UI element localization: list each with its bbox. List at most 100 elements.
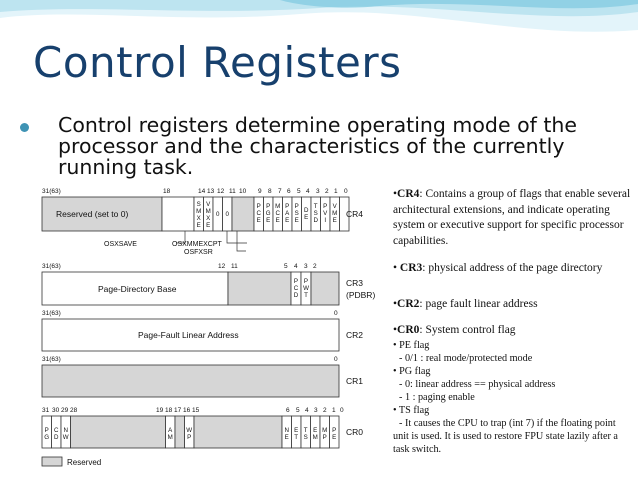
cr4-name: CR4 bbox=[346, 209, 363, 219]
cr0-bit-label: 18 bbox=[165, 407, 173, 414]
note-cr3-text: : physical address of the page directory bbox=[422, 262, 603, 274]
note-item: • TS flag bbox=[393, 404, 430, 416]
legend-swatch bbox=[41, 456, 63, 467]
note-item: • PE flag bbox=[393, 339, 430, 351]
cr2-name: CR2 bbox=[346, 330, 363, 340]
cr0-bit-label: 6 bbox=[286, 407, 290, 414]
note-cr2-label: CR2 bbox=[397, 297, 420, 310]
cr4-reserved-field bbox=[41, 196, 163, 232]
cr1-name: CR1 bbox=[346, 376, 363, 386]
cr3-bit-label: 31(63) bbox=[42, 263, 61, 270]
cr4-bit-label: 7 bbox=[278, 188, 282, 195]
note-cr4: •CR4: Contains a group of flags that ena… bbox=[393, 188, 631, 247]
note-cr4-label: CR4 bbox=[397, 188, 420, 200]
cr4-bit-label: 2 bbox=[325, 188, 329, 195]
cr4-bit-label: 18 bbox=[163, 188, 171, 195]
cr4-reserved-text: Reserved (set to 0) bbox=[56, 209, 128, 219]
cr1-bit-label: 0 bbox=[334, 356, 338, 363]
cr0-bit-label: 4 bbox=[305, 407, 309, 414]
osxsave-callout-line bbox=[176, 231, 186, 244]
note-item: - 0/1 : real mode/protected mode bbox=[399, 352, 533, 364]
cr4-bit-label: 14 bbox=[198, 188, 206, 195]
cr0-name: CR0 bbox=[346, 427, 363, 437]
cr0-bit-label: 28 bbox=[70, 407, 78, 414]
cr4-bit-label: 5 bbox=[297, 188, 301, 195]
cr4-bit-label: 12 bbox=[217, 188, 225, 195]
cr2-field bbox=[41, 318, 340, 352]
cr0-bit-label: 30 bbox=[52, 407, 60, 414]
cr0-bit-label: 0 bbox=[340, 407, 344, 414]
slide-title: Control Registers bbox=[33, 38, 402, 87]
header-wave bbox=[0, 0, 638, 32]
cr4-bit-label: 1 bbox=[334, 188, 338, 195]
note-item: • PG flag bbox=[393, 365, 431, 377]
cr2-bit-label: 0 bbox=[334, 310, 338, 317]
cr3-name-pdbr: (PDBR) bbox=[346, 290, 375, 300]
cr3-bit-label: 2 bbox=[313, 263, 317, 270]
callout-osfxsr: OSFXSR bbox=[184, 249, 213, 256]
note-cr0-label: CR0 bbox=[397, 324, 420, 336]
callout-osxmmexcpt: OSXMMEXCPT bbox=[172, 241, 223, 248]
note-cr3: • CR3: physical address of the page dire… bbox=[393, 262, 603, 274]
cr4-bit-label: 8 bbox=[268, 188, 272, 195]
note-cr2-text: : page fault linear address bbox=[419, 297, 538, 310]
cr4-bit-label: 11 bbox=[229, 188, 236, 195]
cr3-bit-label: 5 bbox=[284, 263, 288, 270]
note-item: - It causes the CPU to trap (int 7) if t… bbox=[393, 417, 618, 455]
cr1-bit-label: 31(63) bbox=[42, 356, 61, 363]
cr0-bit-cell bbox=[329, 415, 340, 449]
cr3-bit-label: 11 bbox=[231, 263, 238, 270]
cr4-bit-label: 13 bbox=[207, 188, 215, 195]
cr1-field bbox=[41, 364, 340, 398]
cr0-reserved-field bbox=[193, 415, 283, 449]
cr0-bit-label: 2 bbox=[323, 407, 327, 414]
osxmmexcpt-callout-line bbox=[226, 231, 247, 244]
cr3-bit-label: 12 bbox=[218, 263, 226, 270]
cr3-bit-label: 4 bbox=[294, 263, 298, 270]
callout-osxsave: OSXSAVE bbox=[104, 241, 137, 248]
note-cr0-text: : System control flag bbox=[419, 324, 516, 336]
cr0-reserved-field bbox=[174, 415, 185, 449]
cr0-bit-label: 31 bbox=[42, 407, 50, 414]
cr4-reserved-field bbox=[161, 196, 195, 232]
note-cr0: •CR0: System control flag bbox=[393, 324, 516, 336]
cr0-bit-label: 16 bbox=[183, 407, 191, 414]
cr0-bit-label: 17 bbox=[174, 407, 182, 414]
cr4-flag-zero: 0 bbox=[225, 211, 229, 218]
osfxsr-callout-line bbox=[236, 231, 246, 252]
cr4-flag-zero: 0 bbox=[216, 211, 220, 218]
cr4-bit-cell bbox=[339, 196, 350, 232]
cr3-reserved-field bbox=[310, 271, 340, 306]
cr4-bit-label: 4 bbox=[306, 188, 310, 195]
cr3-name: CR3 bbox=[346, 278, 363, 288]
cr4-bit-label: 10 bbox=[239, 188, 247, 195]
cr0-bit-label: 19 bbox=[156, 407, 164, 414]
note-cr2: •CR2: page fault linear address bbox=[393, 297, 538, 310]
cr0-bit-label: 15 bbox=[192, 407, 200, 414]
cr4-bit-label: 3 bbox=[316, 188, 320, 195]
cr3-reserved-field bbox=[227, 271, 292, 306]
legend-label: Reserved bbox=[67, 458, 101, 467]
